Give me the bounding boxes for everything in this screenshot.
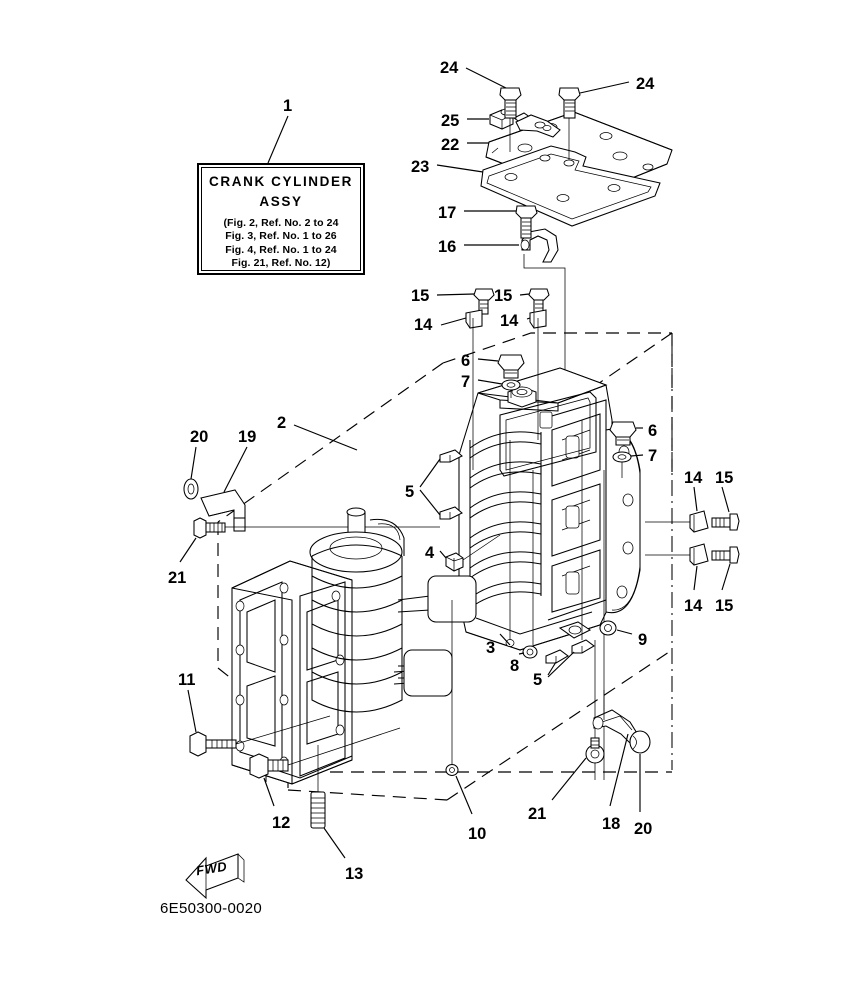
crankshaft-assembly bbox=[309, 507, 431, 713]
collar-9 bbox=[599, 620, 617, 636]
callout-6: 6 bbox=[648, 422, 658, 440]
bolt-15-right-lower bbox=[711, 546, 740, 564]
title-line-1: CRANK CYLINDER bbox=[209, 174, 353, 189]
callout-10: 10 bbox=[468, 825, 487, 843]
callout-1: 1 bbox=[283, 97, 293, 115]
bolt-15-right-upper bbox=[711, 513, 740, 531]
title-ref-line: Fig. 3, Ref. No. 1 to 26 bbox=[225, 230, 337, 243]
callout-20: 20 bbox=[634, 820, 653, 838]
title-ref-line: Fig. 21, Ref. No. 12) bbox=[231, 257, 331, 269]
coil-block-lower bbox=[398, 649, 453, 697]
title-ref-line: Fig. 4, Ref. No. 1 to 24 bbox=[225, 243, 337, 256]
callout-3: 3 bbox=[486, 639, 496, 657]
leaders-lower-right bbox=[551, 733, 641, 812]
callout-21: 21 bbox=[168, 569, 187, 587]
leaders-plug-right bbox=[630, 427, 644, 457]
anode-14-left bbox=[465, 309, 483, 329]
callout-21: 21 bbox=[528, 805, 547, 823]
bolt-24-left bbox=[499, 87, 522, 119]
leaders-14-15-upper bbox=[436, 293, 531, 326]
callout-4: 4 bbox=[425, 544, 435, 562]
title-references: (Fig. 2, Ref. No. 2 to 24 Fig. 3, Ref. N… bbox=[223, 217, 338, 271]
callout-14: 14 bbox=[500, 312, 519, 330]
title-line-2: ASSY bbox=[259, 193, 303, 209]
callout-6: 6 bbox=[461, 352, 471, 370]
bolt-15-left bbox=[473, 288, 495, 315]
bolt-24-right bbox=[558, 87, 581, 119]
leader-1 bbox=[267, 115, 289, 164]
callout-2: 2 bbox=[277, 414, 287, 432]
callout-14: 14 bbox=[684, 469, 703, 487]
callout-19: 19 bbox=[238, 428, 257, 446]
leaders-left-group bbox=[179, 424, 358, 563]
exhaust-cover-assembly bbox=[480, 87, 673, 227]
leaders-5 bbox=[419, 458, 575, 678]
title-box: CRANK CYLINDER ASSY (Fig. 2, Ref. No. 2 … bbox=[197, 163, 365, 275]
callout-17: 17 bbox=[438, 204, 457, 222]
leaders-top bbox=[436, 67, 630, 246]
callout-15: 15 bbox=[494, 287, 513, 305]
grommet-20-right bbox=[629, 730, 651, 754]
callout-24: 24 bbox=[440, 59, 459, 77]
bolt-21-lower-right bbox=[585, 737, 605, 764]
washer-7-top bbox=[501, 379, 521, 391]
plug-6-right bbox=[609, 421, 637, 446]
callout-13: 13 bbox=[345, 865, 364, 883]
callout-12: 12 bbox=[272, 814, 291, 832]
bushing-8 bbox=[522, 645, 538, 659]
callout-15: 15 bbox=[411, 287, 430, 305]
leaders-plug-top bbox=[477, 358, 503, 385]
cylinder-block bbox=[439, 367, 641, 664]
bolt-17 bbox=[515, 205, 538, 239]
callout-14: 14 bbox=[684, 597, 703, 615]
drain-plug-12 bbox=[249, 753, 289, 779]
callout-7: 7 bbox=[461, 373, 471, 391]
callout-24: 24 bbox=[636, 75, 655, 93]
stud-13 bbox=[310, 791, 326, 829]
grommet-20-left bbox=[183, 478, 199, 500]
fwd-arrow-icon bbox=[185, 853, 245, 900]
anode-14-right-upper bbox=[689, 510, 709, 533]
crankcase-cover bbox=[231, 560, 353, 785]
title-ref-line: (Fig. 2, Ref. No. 2 to 24 bbox=[223, 216, 339, 229]
callout-23: 23 bbox=[411, 158, 430, 176]
dowel-4 bbox=[445, 552, 464, 572]
bolt-21-left bbox=[193, 517, 226, 539]
callout-15: 15 bbox=[715, 597, 734, 615]
pin-10 bbox=[445, 763, 459, 777]
callout-5: 5 bbox=[405, 483, 415, 501]
callout-14: 14 bbox=[414, 316, 433, 334]
plug-6-top bbox=[497, 354, 525, 379]
callout-9: 9 bbox=[638, 631, 648, 649]
part-number: 6E50300-0020 bbox=[160, 900, 263, 917]
callout-20: 20 bbox=[190, 428, 209, 446]
callout-8: 8 bbox=[510, 657, 520, 675]
bracket-19 bbox=[200, 489, 246, 532]
callout-15: 15 bbox=[715, 469, 734, 487]
washer-7-right bbox=[612, 451, 632, 463]
callout-22: 22 bbox=[441, 136, 460, 154]
anode-14-right-lower bbox=[689, 543, 709, 566]
callout-11: 11 bbox=[178, 671, 196, 689]
callout-16: 16 bbox=[438, 238, 457, 256]
callout-7: 7 bbox=[648, 447, 658, 465]
leaders-14-15-right bbox=[693, 486, 731, 591]
callout-25: 25 bbox=[441, 112, 460, 130]
callout-5: 5 bbox=[533, 671, 543, 689]
long-bolt-11 bbox=[189, 731, 237, 757]
callout-18: 18 bbox=[602, 815, 621, 833]
